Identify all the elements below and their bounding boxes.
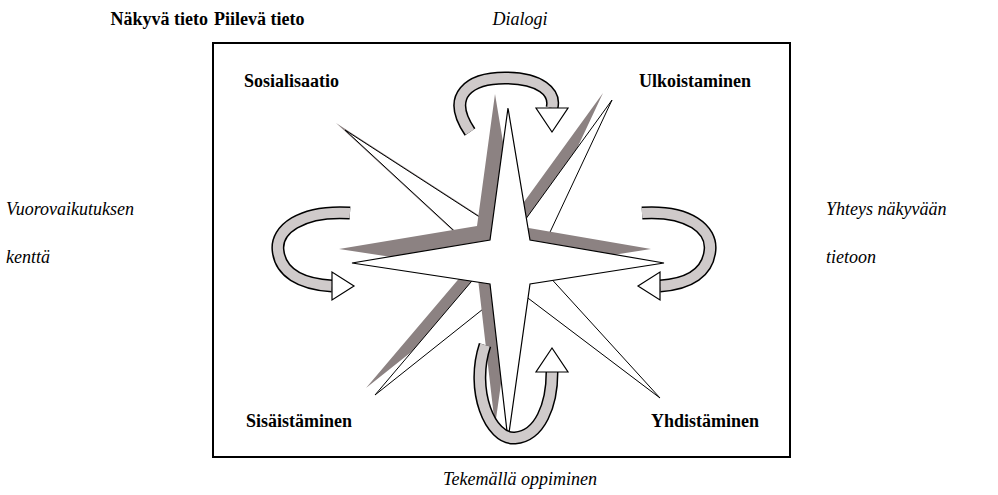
quadrant-label: Yhdistäminen xyxy=(651,410,759,432)
axis-label: Tekemällä oppiminen xyxy=(443,468,597,490)
quadrant-label: Sisäistäminen xyxy=(246,410,352,432)
axis-label: Näkyvä tieto xyxy=(111,8,209,30)
quadrant-label: Ulkoistaminen xyxy=(639,70,751,92)
main-star xyxy=(352,108,664,440)
axis-label: Dialogi xyxy=(492,8,547,30)
seci-frame: Sosialisaatio UlkoistaminenSisäistäminen Y… xyxy=(212,42,791,458)
quadrant-label: Sosialisaatio xyxy=(244,70,339,92)
cycle-arrows xyxy=(278,78,710,438)
axis-label: Yhteys näkyvään tietoon xyxy=(826,185,992,281)
axis-label: Piilevä tieto xyxy=(214,8,304,30)
arrow-heads xyxy=(332,108,660,372)
axis-label: Vuorovaikutuksen kenttä xyxy=(6,185,156,281)
